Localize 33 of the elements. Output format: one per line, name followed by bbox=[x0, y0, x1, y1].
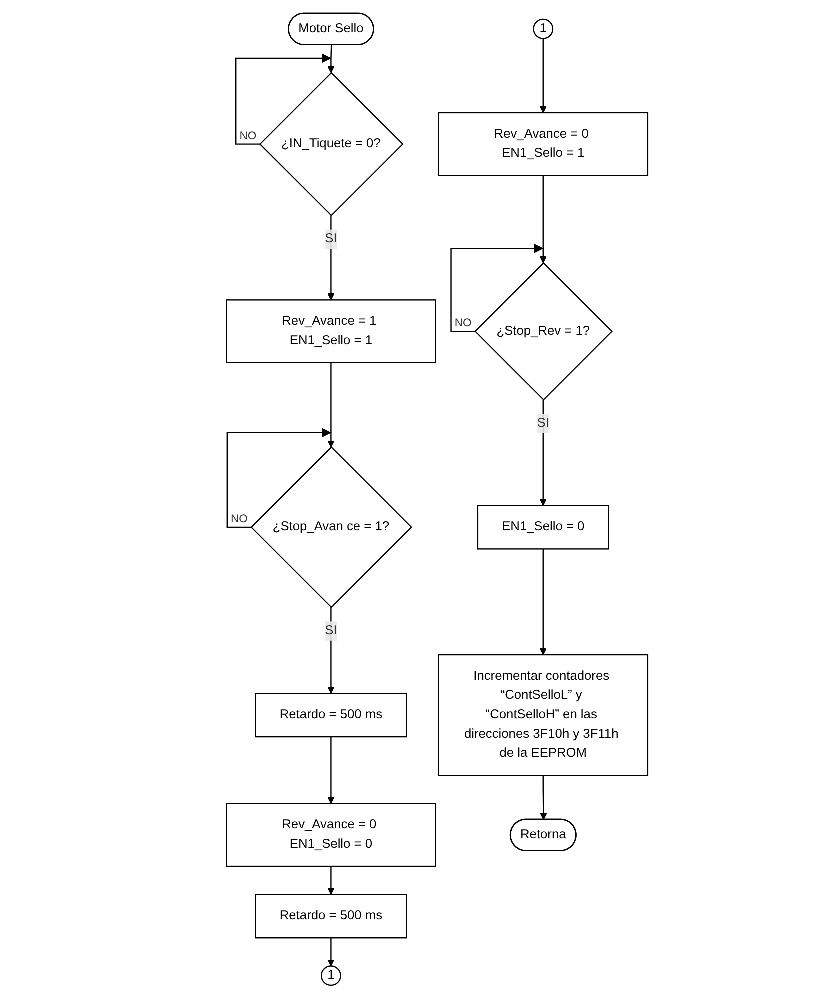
edge-label: NO bbox=[240, 130, 256, 143]
edge-label: SI bbox=[324, 232, 338, 246]
arrow bbox=[327, 866, 335, 895]
arrow bbox=[540, 38, 547, 114]
node-circle: 1 bbox=[320, 966, 342, 986]
node-box: Rev_Avance = 0 EN1_Sello = 0 bbox=[226, 803, 436, 868]
node-box: Retardo = 500 ms bbox=[254, 693, 408, 738]
arrow bbox=[327, 737, 335, 804]
edge-label: NO bbox=[230, 514, 248, 526]
loop-arrow bbox=[226, 428, 332, 528]
arrow bbox=[327, 938, 335, 967]
node-box: Rev_Avance = 1 EN1_Sello = 1 bbox=[226, 300, 436, 364]
edge-label: SI bbox=[324, 624, 338, 638]
node-box: Retardo = 500 ms bbox=[254, 894, 408, 939]
node-box: Incrementar contadores “ContSelloL” y “ContSelloH” en las direcciones 3F10h y 3F11h de la EEPROM bbox=[438, 654, 648, 776]
edge-label: NO bbox=[454, 318, 472, 330]
arrow bbox=[540, 400, 547, 506]
node-diamond: ¿IN_Tiquete = 0? bbox=[259, 72, 404, 217]
node-box: EN1_Sello = 0 bbox=[477, 505, 610, 550]
arrow bbox=[540, 549, 547, 656]
arrow bbox=[540, 776, 548, 820]
loop-arrow bbox=[450, 244, 544, 332]
arrow bbox=[327, 216, 335, 300]
node-box: Rev_Avance = 0 EN1_Sello = 1 bbox=[438, 112, 648, 176]
arrow bbox=[327, 362, 335, 448]
arrow bbox=[327, 608, 335, 694]
loop-arrow bbox=[235, 54, 332, 145]
node-circle: 1 bbox=[532, 18, 554, 40]
arrow bbox=[540, 176, 547, 264]
arrow bbox=[327, 45, 335, 74]
node-diamond: ¿Stop_Rev = 1? bbox=[474, 262, 613, 401]
node-diamond: ¿Stop_Avan ce = 1? bbox=[250, 446, 412, 608]
edge-label: SI bbox=[537, 416, 550, 430]
